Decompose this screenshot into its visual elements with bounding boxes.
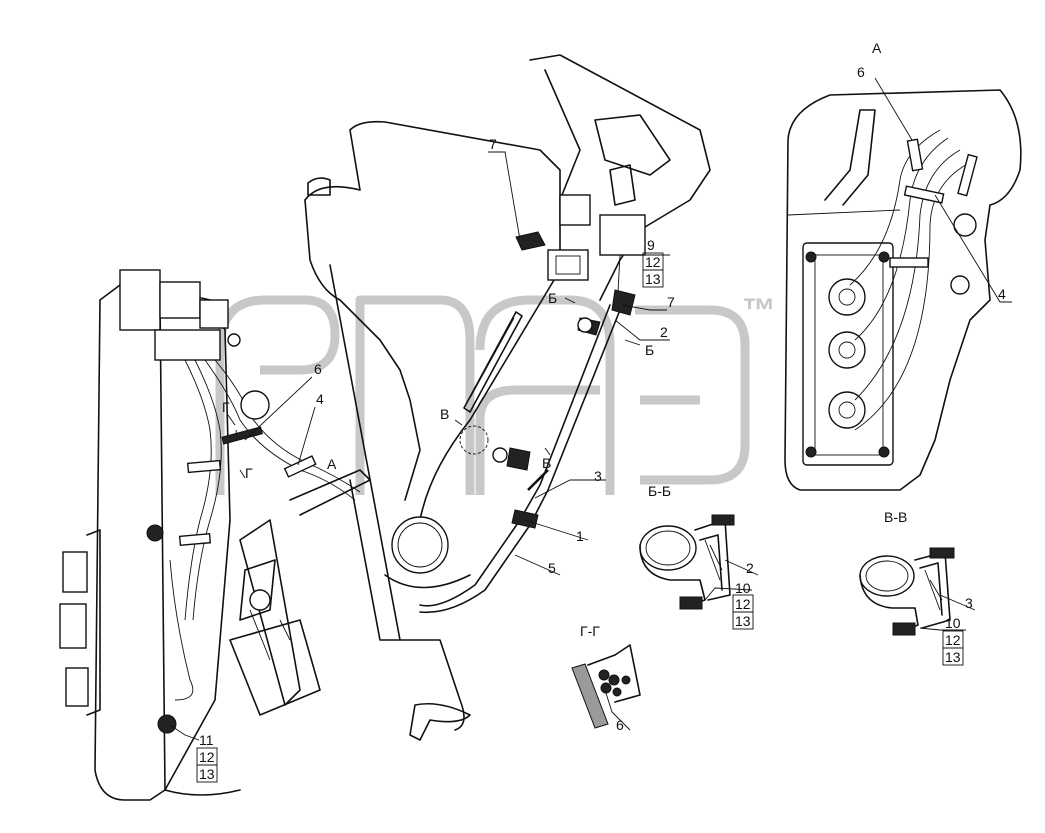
callout-10-bb: 10 (735, 580, 751, 596)
section-vv (859, 547, 955, 636)
callout-12-a: 12 (645, 254, 661, 270)
callout-12-bl: 12 (199, 749, 215, 765)
callout-2-mid: 2 (660, 324, 668, 340)
callout-2-bb: 2 (746, 560, 754, 576)
frame-13-a (642, 269, 664, 288)
section-mark-g-2: Г (245, 465, 253, 481)
callout-13-vv: 13 (945, 649, 961, 665)
section-bb-title: Б-Б (648, 483, 671, 499)
callout-9: 9 (647, 237, 655, 253)
callout-3-vv: 3 (965, 595, 973, 611)
callout-13-bb: 13 (735, 613, 751, 629)
view-a (784, 89, 1022, 491)
watermark-logo: ™ (215, 292, 776, 495)
section-mark-g-1: Г (222, 399, 230, 415)
callout-13-a: 13 (645, 271, 661, 287)
callout-7-top: 7 (489, 136, 497, 152)
callout-4-left: 4 (316, 391, 324, 407)
watermark-trademark: ™ (742, 292, 776, 330)
section-mark-v-2: В (542, 455, 551, 471)
callout-6-view-a: 6 (857, 64, 865, 80)
section-bb (639, 514, 735, 610)
frame-13-bb (732, 611, 754, 630)
frame-13-bl (196, 764, 218, 783)
callout-6-gg: 6 (616, 717, 624, 733)
callout-1: 1 (576, 528, 584, 544)
leader-lines (169, 77, 1012, 741)
section-mark-b-1: Б (548, 290, 557, 306)
labels: А Б-Б В-В Г-Г Б Б В В Г Г А 7 9 12 13 7 … (196, 40, 1006, 783)
callout-12-vv: 12 (945, 632, 961, 648)
callout-6-left: 6 (314, 361, 322, 377)
view-mark-a: А (327, 456, 337, 472)
section-gg-title: Г-Г (580, 623, 600, 639)
pedal-assembly (227, 54, 711, 741)
callout-5: 5 (548, 560, 556, 576)
callout-7-mid: 7 (667, 294, 675, 310)
callout-4-view-a: 4 (998, 286, 1006, 302)
callout-12-bb: 12 (735, 596, 751, 612)
callout-3-mid: 3 (594, 468, 602, 484)
section-vv-title: В-В (884, 509, 907, 525)
section-gg (571, 644, 641, 729)
callout-11: 11 (199, 732, 214, 748)
callout-13-bl: 13 (199, 766, 215, 782)
side-panel (59, 269, 371, 801)
view-a-title: А (872, 40, 882, 56)
section-mark-v-1: В (440, 406, 449, 422)
frame-13-vv (942, 647, 964, 666)
section-mark-b-2: Б (645, 342, 654, 358)
callout-10-vv: 10 (945, 615, 961, 631)
